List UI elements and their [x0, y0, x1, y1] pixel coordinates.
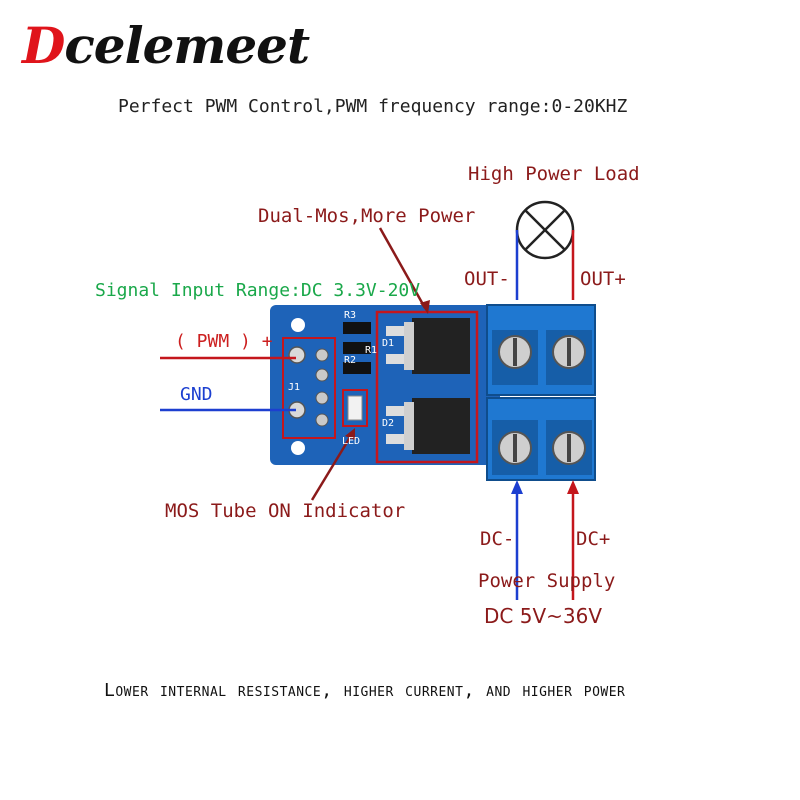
led-box — [342, 389, 368, 427]
label-dc-minus: DC- — [480, 528, 515, 550]
input-header-box — [282, 337, 336, 439]
label-out-minus: OUT- — [464, 268, 510, 290]
brand-first-letter: D — [22, 16, 65, 75]
silk-d2: D2 — [382, 418, 395, 429]
led-callout — [310, 433, 354, 501]
pcb-board — [270, 305, 500, 465]
label-dc-plus: DC+ — [576, 528, 611, 550]
label-pwm: ( PWM ) + — [175, 331, 273, 352]
silk-d1: D1 — [382, 338, 395, 349]
dual-mos-callout — [378, 227, 427, 309]
label-dual-mos: Dual-Mos,More Power — [258, 205, 476, 227]
mosfet-2 — [412, 398, 470, 454]
label-out-plus: OUT+ — [580, 268, 626, 290]
output-terminal-block — [486, 304, 596, 396]
label-power-supply: Power Supply — [478, 570, 616, 592]
mosfet-1 — [412, 318, 470, 374]
load-lamp-icon — [515, 200, 575, 260]
footer-tagline: Lower internal resistance, higher curren… — [104, 680, 626, 701]
silk-r1: R1 — [365, 345, 378, 356]
silk-r3: R3 — [344, 310, 357, 321]
brand-rest: celemeet — [64, 16, 310, 75]
brand-logo: Dcelemeet — [22, 16, 310, 75]
label-high-power-load: High Power Load — [468, 163, 640, 185]
input-terminal-block — [486, 397, 596, 481]
silk-j1: J1 — [288, 382, 301, 393]
label-gnd: GND — [180, 384, 213, 405]
subtitle: Perfect PWM Control,PWM frequency range:… — [118, 96, 628, 117]
label-dc-range: DC 5V~36V — [484, 604, 603, 628]
label-mos-indicator: MOS Tube ON Indicator — [165, 500, 406, 522]
silk-led: LED — [342, 436, 361, 447]
silk-r2: R2 — [344, 355, 357, 366]
label-signal-range: Signal Input Range:DC 3.3V-20V — [95, 280, 421, 301]
